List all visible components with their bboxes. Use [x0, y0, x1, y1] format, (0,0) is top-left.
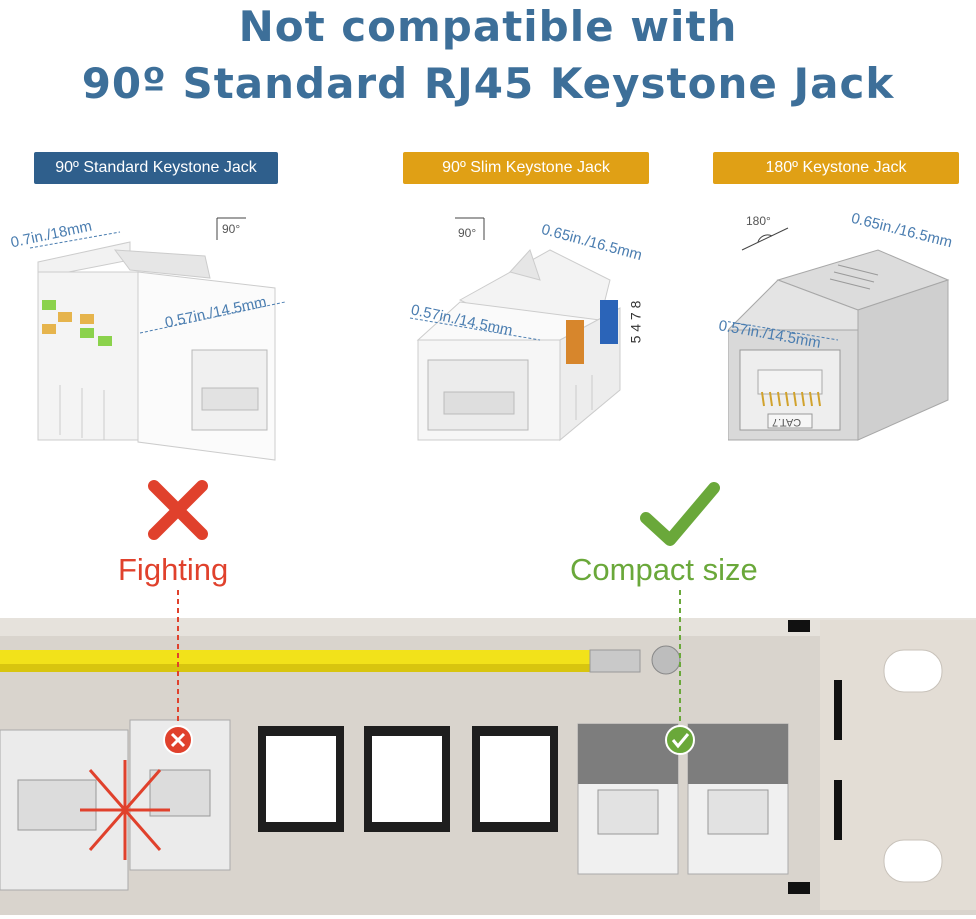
badge-slim-keystone: 90º Slim Keystone Jack — [403, 152, 649, 184]
headline-line-2: 90º Standard RJ45 Keystone Jack — [81, 59, 895, 108]
180-keystone-jack-photo — [717, 240, 958, 465]
cross-icon — [148, 480, 208, 540]
checkmark-icon — [640, 482, 720, 548]
pin-labels: 5 4 7 8 — [627, 300, 644, 344]
angle-label-180: 180° — [746, 214, 771, 228]
patch-panel — [0, 590, 976, 918]
cat7-print: CAT.7 — [772, 416, 802, 428]
angle-90-slim-icon — [452, 214, 488, 244]
angle-label-slim: 90° — [458, 226, 477, 240]
badge-180-keystone: 180º Keystone Jack — [713, 152, 959, 184]
headline-line-1: Not compatible with — [238, 2, 738, 51]
fighting-label: Fighting — [118, 552, 229, 587]
angle-90-icon — [214, 214, 250, 244]
compact-size-label: Compact size — [570, 552, 758, 587]
angle-180-icon — [740, 222, 790, 252]
angle-label-standard: 90° — [222, 222, 241, 236]
badge-standard-keystone: 90º Standard Keystone Jack — [34, 152, 278, 184]
standard-keystone-jack-photo — [20, 210, 290, 470]
slim-keystone-jack-photo — [400, 220, 650, 470]
